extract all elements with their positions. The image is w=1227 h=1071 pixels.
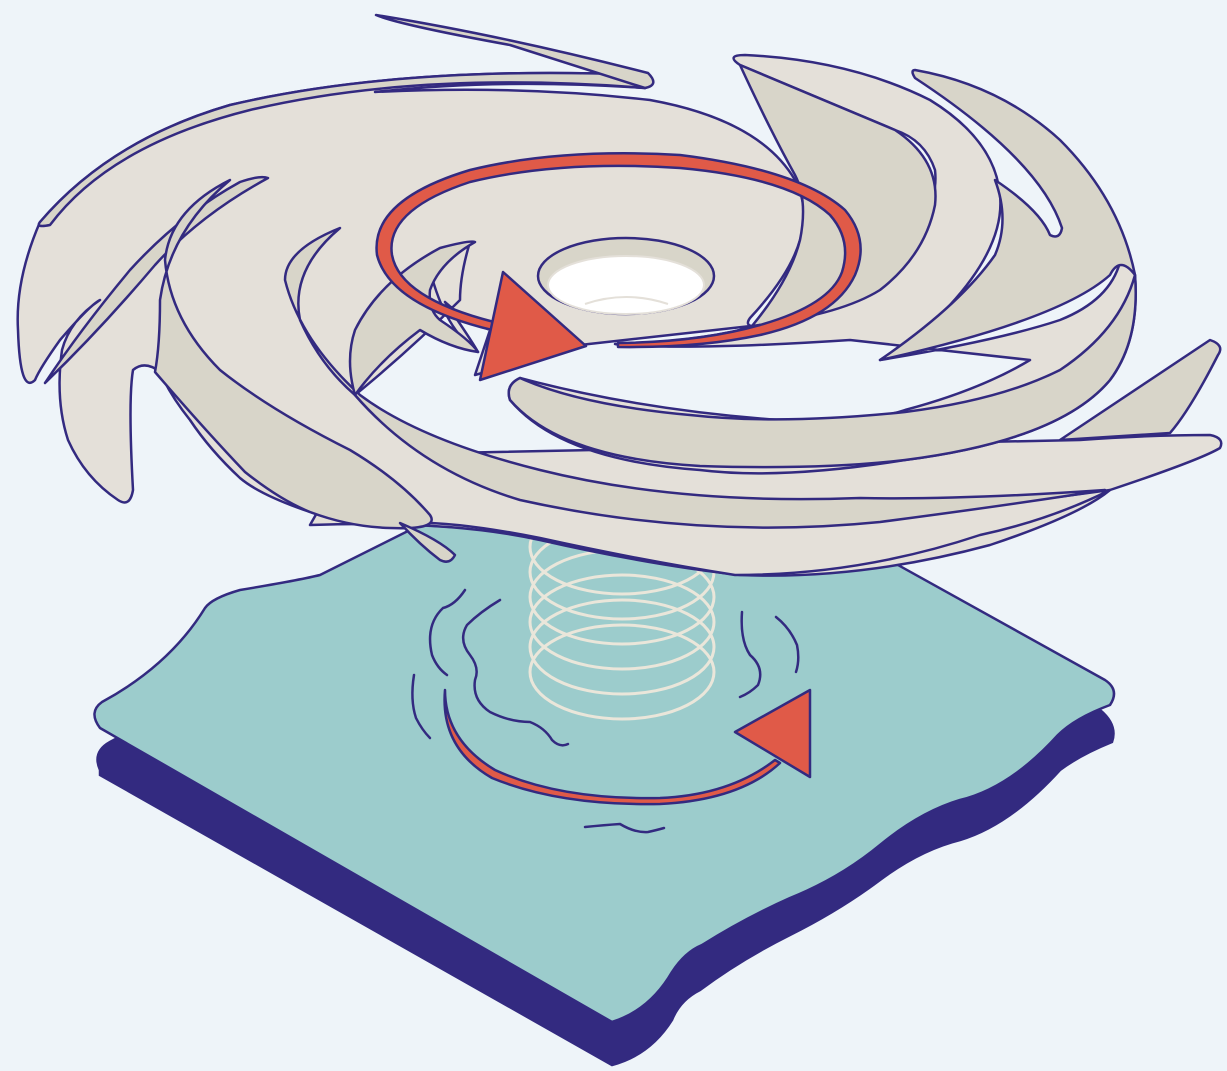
- hurricane-eye: [548, 256, 704, 314]
- hurricane-cloud: [18, 15, 1222, 576]
